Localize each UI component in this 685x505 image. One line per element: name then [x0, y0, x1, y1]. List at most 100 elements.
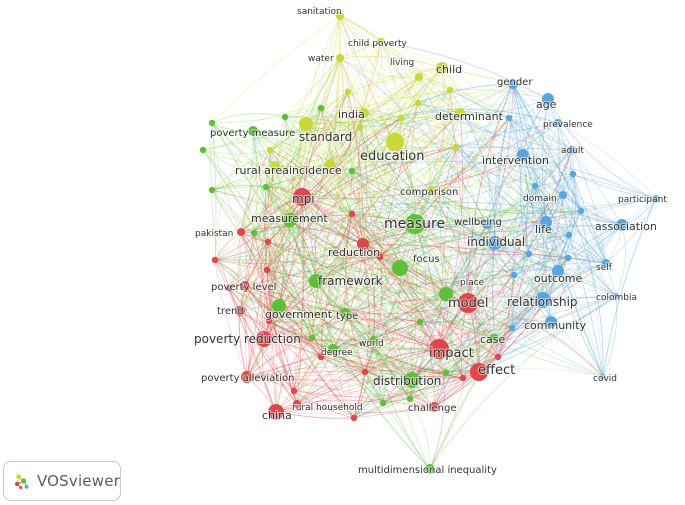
node-life[interactable] — [540, 216, 552, 228]
node-intervention[interactable] — [517, 149, 529, 161]
node-poverty-measure[interactable] — [248, 126, 258, 136]
link — [305, 15, 341, 125]
link — [478, 221, 547, 373]
link — [467, 149, 573, 304]
node-framework[interactable] — [309, 274, 323, 288]
node-standard[interactable] — [299, 117, 313, 131]
node-colombia[interactable] — [613, 293, 619, 299]
link — [263, 327, 513, 341]
link — [239, 310, 313, 339]
node-prevalence[interactable] — [554, 119, 562, 127]
node-trend[interactable] — [235, 306, 245, 316]
link — [296, 379, 413, 405]
node-effect[interactable] — [470, 363, 488, 381]
node-pakistan[interactable] — [237, 228, 245, 236]
link — [363, 112, 461, 119]
node-label-individual: individual — [467, 235, 525, 249]
node-distribution[interactable] — [404, 372, 420, 388]
node-model[interactable] — [458, 293, 478, 313]
node-education[interactable] — [386, 133, 404, 151]
node-case[interactable] — [489, 334, 499, 344]
node-outcome[interactable] — [552, 265, 564, 277]
node-poverty-reduction[interactable] — [256, 331, 272, 347]
node-measurement[interactable] — [283, 213, 297, 227]
node-multidimensional-inequality[interactable] — [425, 464, 435, 474]
node-rural-household[interactable] — [293, 400, 301, 408]
link — [494, 194, 564, 244]
node-label-adult: adult — [561, 146, 584, 156]
link — [246, 337, 313, 378]
node-label-participant: participant — [618, 195, 667, 205]
link — [438, 112, 464, 350]
node-label-colombia: colombia — [596, 293, 637, 303]
link — [266, 269, 440, 350]
node-sanitation[interactable] — [336, 12, 344, 20]
node-type[interactable] — [340, 308, 350, 318]
node-adult[interactable] — [568, 146, 576, 154]
node-reduction[interactable] — [357, 238, 369, 250]
link — [344, 293, 447, 314]
node-child[interactable] — [436, 62, 448, 74]
node-water[interactable] — [336, 54, 344, 62]
link — [311, 41, 382, 339]
link — [265, 186, 269, 243]
link — [547, 98, 574, 175]
node-poverty-level[interactable] — [240, 281, 250, 291]
link — [332, 348, 413, 381]
node-child-poverty[interactable] — [377, 38, 385, 46]
link — [362, 243, 607, 264]
node-layer[interactable] — [235, 12, 660, 474]
node-participant[interactable] — [652, 195, 660, 203]
node-individual[interactable] — [488, 236, 502, 250]
link — [332, 318, 552, 350]
minor-node — [263, 266, 271, 274]
link — [462, 327, 513, 379]
node-relationship[interactable] — [535, 292, 551, 308]
node-poverty-alleviation[interactable] — [241, 371, 253, 383]
link — [494, 234, 570, 247]
node-comparison[interactable] — [427, 186, 435, 194]
link — [246, 269, 270, 378]
node-degree[interactable] — [328, 344, 338, 354]
link — [289, 219, 310, 405]
node-age[interactable] — [542, 93, 554, 105]
node-china[interactable] — [268, 404, 284, 420]
node-label-government: government — [265, 308, 333, 321]
node-rural-area[interactable] — [270, 161, 280, 171]
node-impact[interactable] — [429, 339, 449, 359]
node-government[interactable] — [272, 299, 286, 313]
link — [253, 232, 317, 282]
node-determinant[interactable] — [455, 108, 465, 118]
link — [253, 232, 266, 340]
link — [253, 232, 280, 307]
link — [557, 122, 570, 236]
link — [522, 154, 582, 212]
node-focus[interactable] — [392, 260, 408, 276]
minor-node — [211, 256, 219, 264]
node-association[interactable] — [616, 219, 628, 231]
node-self[interactable] — [602, 259, 610, 267]
node-world[interactable] — [370, 336, 378, 344]
node-challenge[interactable] — [429, 402, 439, 412]
link — [429, 295, 617, 470]
node-place[interactable] — [439, 287, 453, 301]
node-mpi[interactable] — [293, 188, 311, 206]
link — [493, 221, 547, 340]
link — [455, 122, 559, 148]
node-measure[interactable] — [405, 214, 425, 234]
link — [362, 141, 396, 245]
node-gender[interactable] — [508, 79, 518, 89]
link — [344, 312, 366, 373]
node-wellbeing[interactable] — [482, 219, 492, 229]
link — [239, 310, 413, 381]
node-domain[interactable] — [559, 191, 567, 199]
node-living[interactable] — [415, 73, 423, 81]
node-incidence[interactable] — [325, 159, 335, 169]
node-covid[interactable] — [600, 374, 606, 380]
node-community[interactable] — [545, 316, 557, 328]
node-india[interactable] — [359, 108, 369, 118]
link — [430, 189, 617, 297]
link — [228, 165, 276, 289]
